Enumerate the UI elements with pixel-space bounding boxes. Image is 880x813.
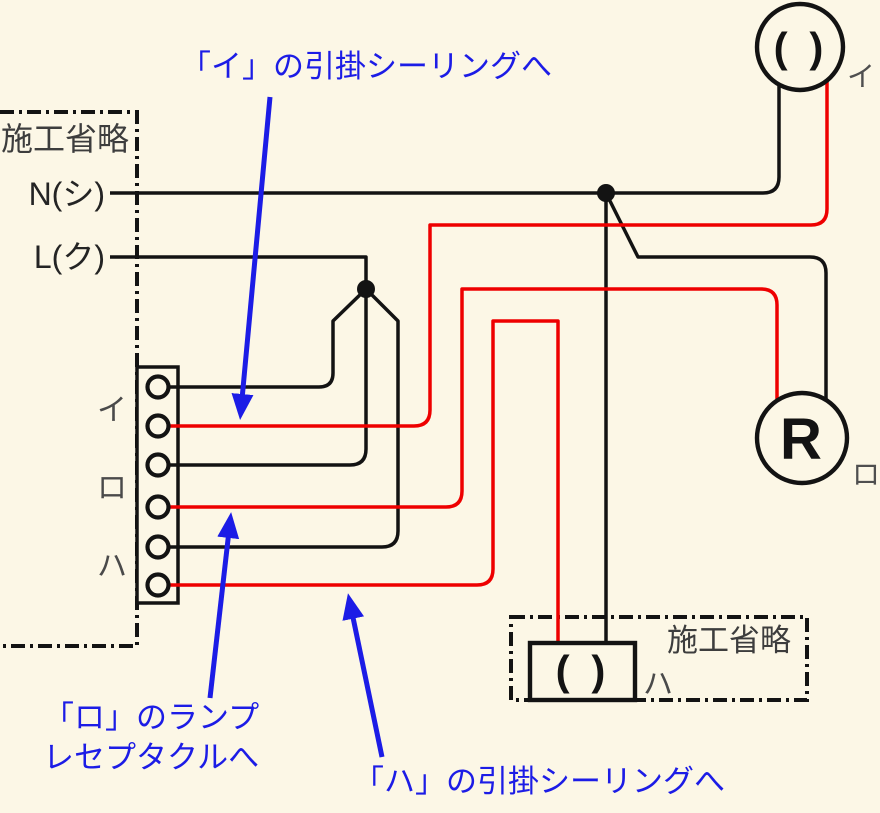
terminal-i-red bbox=[145, 413, 171, 439]
lamp-receptacle-ro-symbol: R bbox=[780, 407, 822, 472]
wire-live-to-switch-ro bbox=[168, 289, 368, 467]
terminal-ro-black bbox=[145, 452, 171, 478]
source-panel-dashed-border bbox=[0, 110, 139, 648]
lamp-receptacle-ro-circle bbox=[754, 390, 850, 486]
terminal-ha-black bbox=[145, 534, 171, 560]
wire-switch-i-to-ceiling-i bbox=[168, 81, 829, 428]
wire-neutral-to-ceiling-i bbox=[110, 85, 781, 195]
ceiling-light-ha-box bbox=[527, 640, 638, 703]
ceiling-light-i: ( ) イ bbox=[754, 1, 875, 93]
live-line-label: L(ク) bbox=[34, 239, 105, 275]
annotation-to-ceiling-i: 「イ」の引掛シーリングへ bbox=[180, 49, 552, 84]
switch-group-i-label: イ bbox=[97, 394, 127, 427]
annotation-to-ceiling-ha: 「ハ」の引掛シーリングへ bbox=[353, 764, 725, 799]
ceiling-light-i-circle bbox=[754, 1, 846, 93]
terminal-ha-red bbox=[145, 572, 171, 598]
wire-switch-ro-to-lamp-ro bbox=[168, 287, 779, 509]
switch-group-ro-label: ロ bbox=[97, 472, 127, 505]
arrow-to-ceiling-i bbox=[231, 96, 273, 420]
junction-dot-live bbox=[357, 280, 375, 298]
arrow-to-ceiling-ha bbox=[342, 593, 385, 758]
annotation-to-lamp-ro-line2: レセプタクルへ bbox=[43, 740, 259, 775]
wire-live-to-switch-ha bbox=[168, 287, 400, 549]
arrow-to-lamp-ro bbox=[207, 512, 240, 699]
ceiling-light-ha: ( ) ハ 施工省略 bbox=[527, 623, 791, 703]
wire-live-to-switch-i bbox=[168, 287, 368, 389]
switch-terminals bbox=[145, 374, 171, 598]
annotations: 「イ」の引掛シーリングへ 「ロ」のランプ レセプタクルへ 「ハ」の引掛シーリング… bbox=[43, 49, 725, 799]
terminal-ro-red bbox=[145, 494, 171, 520]
wire-neutral-to-lamp-ro bbox=[604, 192, 828, 399]
neutral-line-label: N(シ) bbox=[29, 176, 105, 212]
lamp-receptacle-ro: R ロ bbox=[754, 390, 880, 490]
ceiling-ha-panel-label: 施工省略 bbox=[667, 623, 791, 658]
switch-group-ha-label: ハ bbox=[97, 550, 127, 583]
ceiling-light-i-symbol: ( ) bbox=[774, 24, 829, 71]
ceiling-light-ha-label: ハ bbox=[643, 668, 673, 701]
wire-switch-ha-to-ceiling-ha bbox=[168, 319, 560, 643]
lamp-receptacle-ro-label: ロ bbox=[852, 459, 880, 490]
annotation-to-lamp-ro-line1: 「ロ」のランプ bbox=[43, 700, 259, 735]
ceiling-light-i-label: イ bbox=[847, 61, 875, 92]
source-panel-label: 施工省略 bbox=[1, 121, 129, 157]
junction-dot-neutral bbox=[597, 184, 615, 202]
switch-terminal-strip bbox=[135, 365, 180, 605]
ceiling-ha-dashed-border bbox=[509, 615, 809, 702]
ceiling-light-ha-symbol: ( ) bbox=[556, 647, 611, 694]
terminal-i-black bbox=[145, 374, 171, 400]
wire-live-feed bbox=[110, 255, 368, 289]
